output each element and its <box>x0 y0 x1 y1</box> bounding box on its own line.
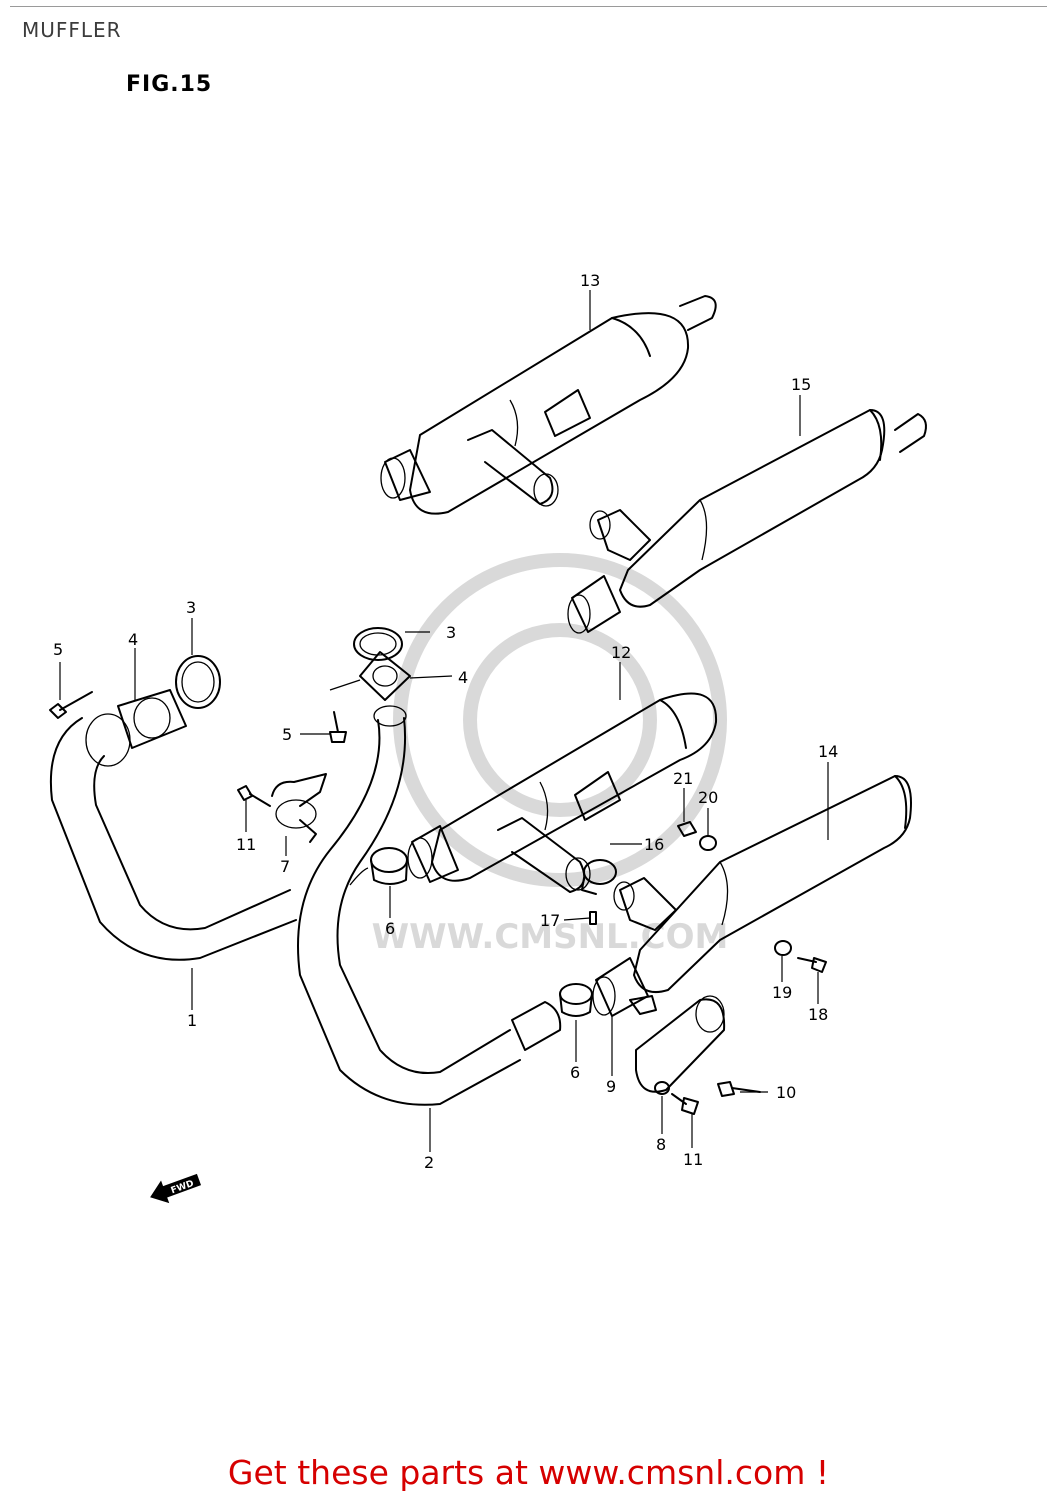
gasket-3-right-inner <box>359 632 397 656</box>
muffler-14[interactable] <box>592 775 912 1017</box>
connector-6-right[interactable] <box>559 983 593 1017</box>
page-title: MUFFLER <box>22 18 122 42</box>
callout-9: 9 <box>606 1077 616 1096</box>
flange-4-right-hole <box>372 665 398 687</box>
callout-6-right: 6 <box>570 1063 580 1082</box>
callout-4-left: 4 <box>128 630 138 649</box>
bolt-17[interactable] <box>589 911 597 925</box>
gasket-3-left[interactable] <box>175 655 221 709</box>
muffler-15[interactable] <box>567 409 927 634</box>
exhaust-pipe-1[interactable] <box>49 713 297 961</box>
watermark-text: WWW.CMSNL.COM <box>372 917 729 957</box>
callout-13: 13 <box>580 271 600 290</box>
top-rule <box>10 6 1047 7</box>
bolt-5-left[interactable] <box>49 691 93 719</box>
callout-3-right: 3 <box>446 623 456 642</box>
muffler-13[interactable] <box>380 295 717 515</box>
callout-18: 18 <box>808 1005 828 1024</box>
callout-5-left: 5 <box>53 640 63 659</box>
figure-label: FIG.15 <box>126 72 213 97</box>
callout-10: 10 <box>776 1083 796 1102</box>
callout-14: 14 <box>818 742 838 761</box>
callout-4-right: 4 <box>458 668 468 687</box>
bolt-11-lower[interactable] <box>671 1093 699 1115</box>
callout-5-right: 5 <box>282 725 292 744</box>
nut-21[interactable] <box>677 821 697 837</box>
flange-4-left-hole <box>133 697 171 739</box>
callout-1: 1 <box>187 1011 197 1030</box>
fwd-arrow-icon: FWD <box>150 1173 202 1204</box>
callout-11-upper: 11 <box>236 835 256 854</box>
heat-shield[interactable] <box>635 995 726 1093</box>
washer-20[interactable] <box>699 835 717 851</box>
footer-link[interactable]: Get these parts at www.cmsnl.com ! <box>227 1453 830 1492</box>
bolt-11-upper[interactable] <box>237 785 271 807</box>
bolt-5-right[interactable] <box>329 711 347 743</box>
callout-8: 8 <box>656 1135 666 1154</box>
washer-8[interactable] <box>654 1081 670 1095</box>
callout-numbers: 13 15 3 3 4 4 5 5 12 14 21 20 16 11 7 6 … <box>53 271 838 1172</box>
callout-19: 19 <box>772 983 792 1002</box>
callout-15: 15 <box>791 375 811 394</box>
callout-12: 12 <box>611 643 631 662</box>
clamp-16[interactable] <box>581 859 617 895</box>
clamp-7[interactable] <box>271 773 327 843</box>
callout-11-lower: 11 <box>683 1150 703 1169</box>
callout-16: 16 <box>644 835 664 854</box>
callout-21: 21 <box>673 769 693 788</box>
exhaust-pipe-2[interactable] <box>297 705 562 1106</box>
callout-20: 20 <box>698 788 718 807</box>
washer-19[interactable] <box>774 940 792 956</box>
connector-6-left[interactable] <box>370 847 408 885</box>
callout-17: 17 <box>540 911 560 930</box>
bolt-18[interactable] <box>797 957 827 973</box>
flange-4-right[interactable] <box>359 651 411 701</box>
bracket-9[interactable] <box>629 995 657 1015</box>
watermark-inner-ring <box>463 623 657 817</box>
callout-3-left: 3 <box>186 598 196 617</box>
callout-6-left: 6 <box>385 919 395 938</box>
gasket-3-left-inner <box>181 661 215 703</box>
gasket-3-right[interactable] <box>353 627 403 661</box>
muffler-12[interactable] <box>407 692 718 893</box>
fwd-arrow-label: FWD <box>170 1179 196 1196</box>
callout-7: 7 <box>280 857 290 876</box>
callout-2: 2 <box>424 1153 434 1172</box>
watermark: WWW.CMSNL.COM <box>372 553 729 957</box>
watermark-ring <box>393 553 727 887</box>
leader-lines <box>59 290 829 1152</box>
bolt-10[interactable] <box>717 1081 761 1097</box>
flange-4-left[interactable] <box>117 689 187 749</box>
